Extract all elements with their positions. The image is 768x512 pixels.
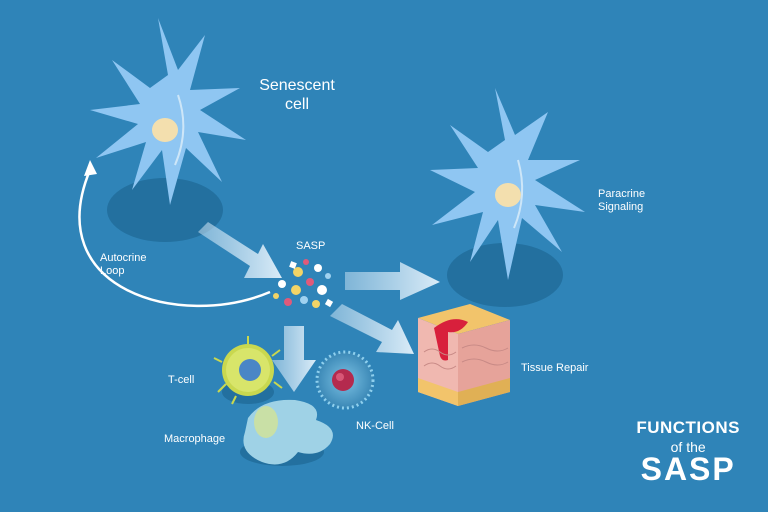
macrophage-label: Macrophage xyxy=(164,433,226,445)
senescent-cell-label: Senescent cell xyxy=(259,77,335,114)
sasp-molecules xyxy=(273,259,334,308)
t-cell-nucleus xyxy=(239,359,261,381)
paracrine-nucleus xyxy=(495,183,521,207)
macrophage xyxy=(240,399,333,466)
title-line-1: FUNCTIONS xyxy=(636,418,740,437)
senescent-cell-shadow xyxy=(107,178,223,242)
arrow-sasp-to-immune xyxy=(272,326,316,392)
title-line-3: SASP xyxy=(640,451,736,487)
paracrine-signaling-label: Paracrine Signaling xyxy=(598,188,646,214)
tissue-repair-label: Tissue Repair xyxy=(521,362,589,374)
arrow-senescent-to-sasp xyxy=(198,222,282,278)
nk-cell xyxy=(315,350,375,410)
diagram-title: FUNCTIONS of the SASP xyxy=(636,418,740,488)
senescent-cell xyxy=(90,18,246,205)
arrow-sasp-to-paracrine xyxy=(345,262,440,300)
sasp-label: SASP xyxy=(296,240,326,252)
autocrine-loop-arrow xyxy=(78,160,271,308)
senescent-nucleus xyxy=(152,118,178,142)
t-cell-label: T-cell xyxy=(168,374,195,386)
nk-cell-label: NK-Cell xyxy=(356,420,394,432)
autocrine-loop-label: Autocrine Loop xyxy=(100,252,147,278)
paracrine-cell xyxy=(430,88,585,280)
tissue-repair-block xyxy=(418,304,510,406)
arrow-sasp-to-tissue xyxy=(330,304,414,354)
t-cell xyxy=(213,336,283,405)
nk-cell-nucleus xyxy=(332,369,354,391)
title-line-2: of the xyxy=(670,439,706,455)
paracrine-cell-shadow xyxy=(447,243,563,307)
